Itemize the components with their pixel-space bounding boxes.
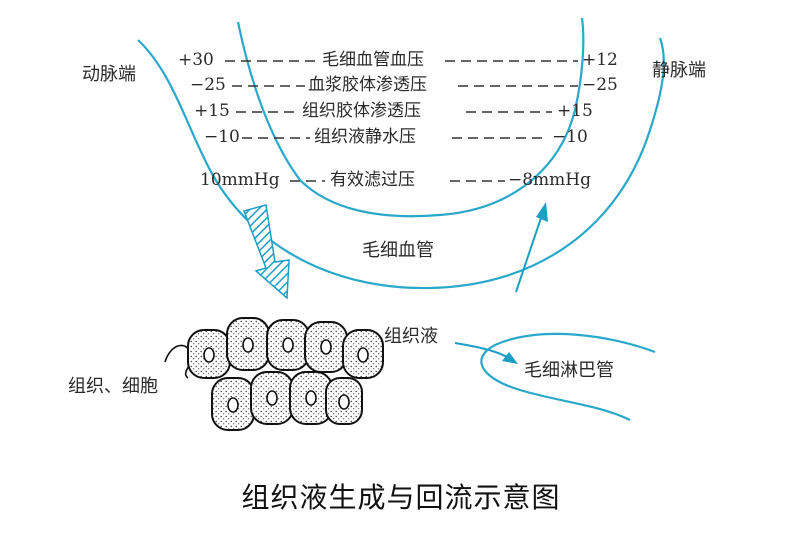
capillary-blood-pressure-label: 毛细血管血压 [322, 50, 424, 70]
reabsorption-arrow [515, 202, 548, 293]
arterial-plasma-colloid-pressure: −25 [190, 75, 226, 95]
tissue-fluid-label: 组织液 [384, 326, 438, 347]
cell-nuclei [203, 337, 369, 413]
venous-plasma-colloid-pressure: −25 [582, 75, 618, 95]
tissue-hydrostatic-pressure-label: 组织液静水压 [314, 127, 416, 147]
venous-end-label: 静脉端 [652, 60, 706, 81]
arterial-capillary-pressure: +30 [178, 50, 214, 70]
effective-filtration-pressure-label: 有效滤过压 [330, 170, 415, 190]
plasma-colloid-osmotic-pressure-label: 血浆胶体渗透压 [308, 75, 427, 95]
lymph-capillary-label: 毛细淋巴管 [524, 360, 614, 381]
tissue-cells-label: 组织、细胞 [68, 376, 158, 397]
capillary-outer-wall [137, 37, 665, 290]
capillary-inner-wall [236, 17, 585, 218]
venous-capillary-pressure: +12 [582, 50, 618, 70]
pressure-dash-lines [225, 60, 578, 182]
filtration-arrow [243, 204, 290, 300]
tissue-cell-cluster [164, 317, 384, 431]
lymph-capillary-vessel [480, 332, 656, 421]
tissue-colloid-osmotic-pressure-label: 组织胶体渗透压 [302, 101, 421, 121]
arterial-tissue-hydrostatic-pressure: −10 [204, 127, 240, 147]
arterial-end-label: 动脉端 [82, 64, 136, 85]
venous-tissue-colloid-pressure: +15 [557, 101, 593, 121]
capillary-label: 毛细血管 [362, 240, 434, 261]
lymph-inflow-arrow [454, 342, 518, 364]
venous-effective-filtration-pressure: −8mmHg [508, 170, 592, 190]
venous-tissue-hydrostatic-pressure: −10 [552, 127, 588, 147]
diagram-title: 组织液生成与回流示意图 [241, 481, 561, 514]
arterial-effective-filtration-pressure: 10mmHg [200, 170, 280, 190]
arterial-tissue-colloid-pressure: +15 [194, 101, 230, 121]
